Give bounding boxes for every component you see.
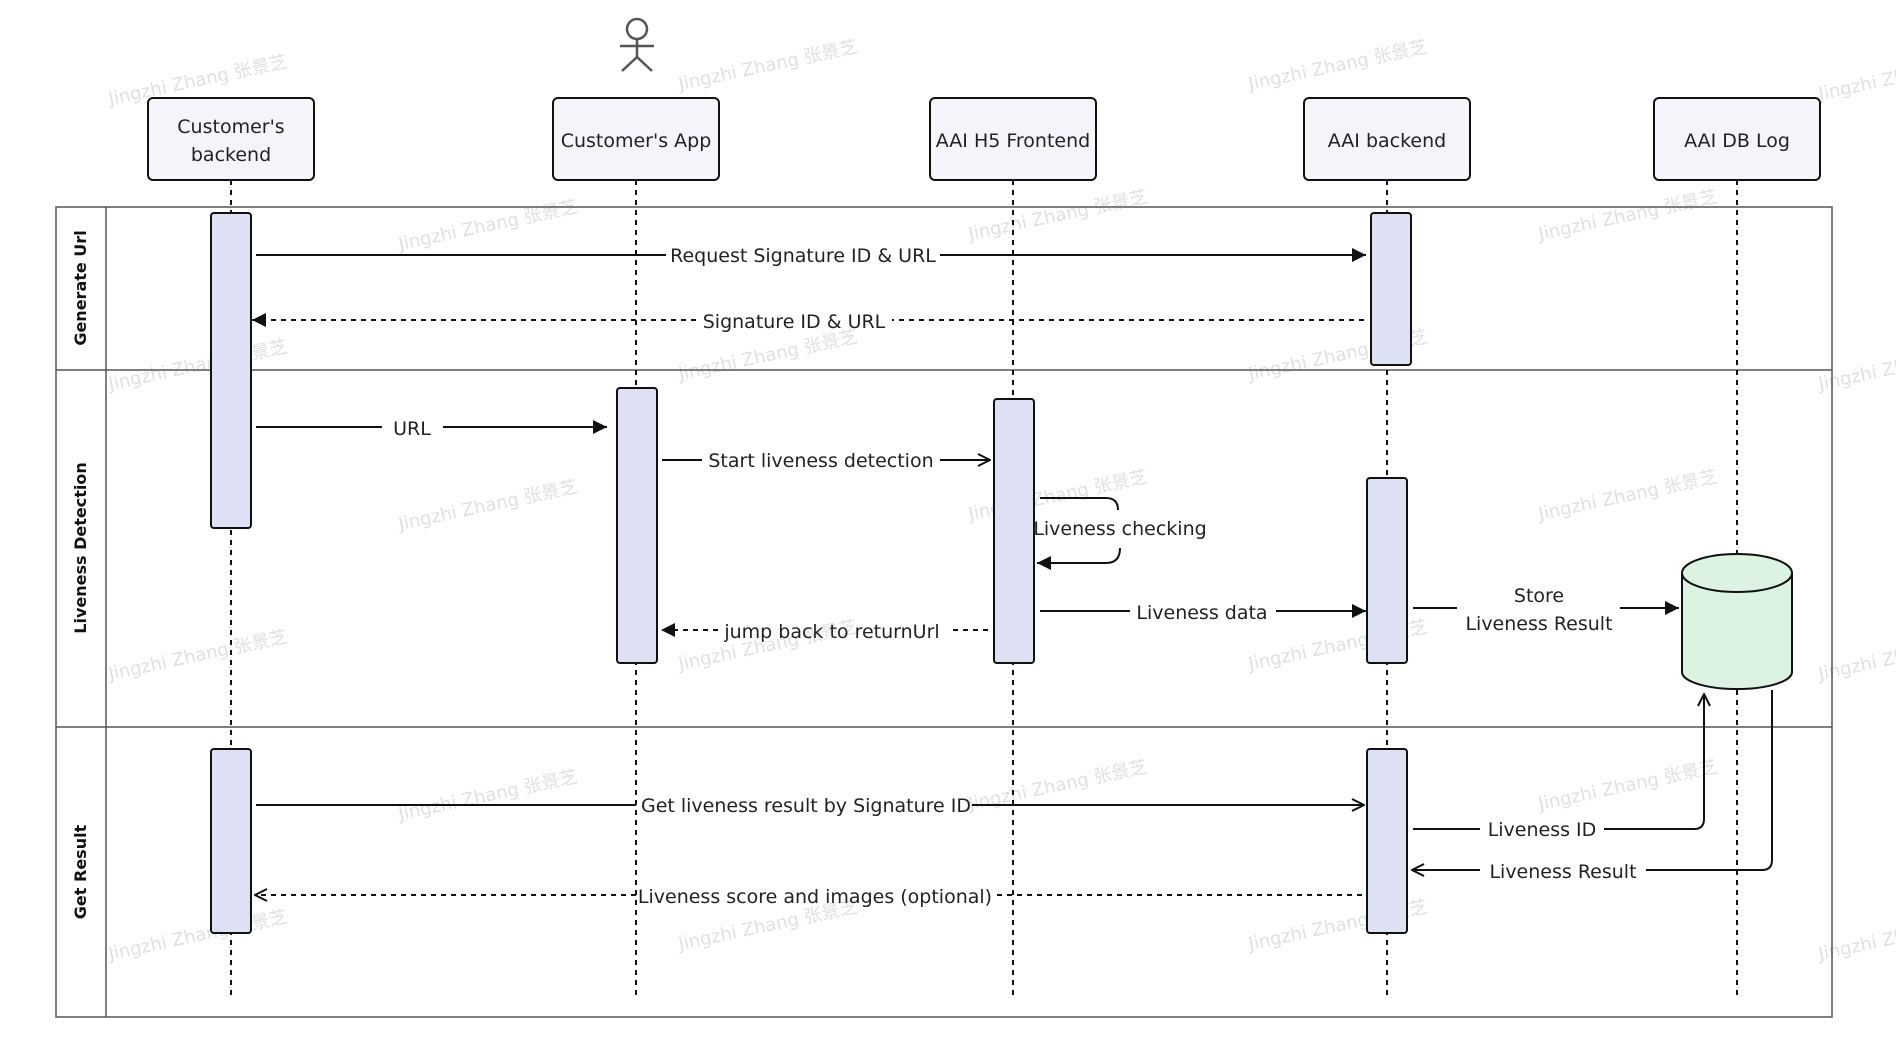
watermark-text: Jingzhi Zhang 张景芝	[1536, 186, 1719, 245]
message-label-line: Store	[1514, 585, 1564, 607]
participant-label: AAI H5 Frontend	[936, 130, 1090, 152]
message-liveness-result: Liveness Result	[1412, 690, 1773, 883]
watermark-text: Jingzhi Zhang 张景芝	[1246, 36, 1429, 95]
watermark-text: Jingzhi Zhang 张景芝	[396, 476, 579, 535]
participant-label: Customer's App	[561, 130, 712, 152]
activation-bar	[1370, 212, 1412, 366]
watermark-text: Jingzhi Zhang 张景芝	[676, 326, 859, 385]
message-label: Liveness ID	[1488, 819, 1597, 841]
watermark-text: Jingzhi Zhang 张景芝	[396, 196, 579, 255]
message-label: Liveness checking	[1033, 518, 1206, 540]
message-label: Get liveness result by Signature ID	[641, 795, 971, 817]
activation-bar	[616, 387, 658, 664]
lane-label-generate: Generate Url	[71, 230, 90, 345]
participant-label: backend	[191, 144, 271, 166]
message-url: URL	[256, 418, 607, 440]
watermark-text: Jingzhi Zhang 张景芝	[106, 336, 289, 395]
activation-bar	[210, 212, 252, 529]
message-request-signature: Request Signature ID & URL	[256, 245, 1366, 267]
message-liveness-checking: Liveness checking	[1033, 497, 1207, 570]
watermark-text: Jingzhi Zhang 张景芝	[1536, 756, 1719, 815]
participant-label: AAI backend	[1328, 130, 1446, 152]
actor-icon	[620, 17, 654, 72]
watermark-text: Jingzhi Zhang 张景芝	[676, 36, 859, 95]
message-liveness-data: Liveness data	[1040, 602, 1366, 624]
participant-label: AAI DB Log	[1684, 130, 1790, 152]
watermark-text: Jingzhi Zhang 张景芝	[396, 766, 579, 825]
message-start-liveness: Start liveness detection	[662, 450, 990, 472]
activation-bar	[993, 398, 1035, 664]
message-label: URL	[393, 418, 431, 440]
activation-bar	[1366, 748, 1408, 934]
messages: Request Signature ID & URL Signature ID …	[252, 245, 1773, 908]
participants: Customer's backend Customer's App AAI H5…	[147, 97, 1821, 181]
watermark-text: Jingzhi Zhang 张景芝	[1536, 466, 1719, 525]
participant-customer-backend: Customer's backend	[147, 97, 315, 181]
message-label: Liveness score and images (optional)	[638, 886, 992, 908]
message-label: jump back to returnUrl	[723, 621, 939, 643]
swimlane-frame	[55, 206, 1833, 1018]
watermark-text: Jingzhi Zhang 张景芝	[1816, 906, 1896, 965]
activations	[210, 212, 1412, 934]
participant-label: Customer's	[177, 116, 284, 138]
message-get-result: Get liveness result by Signature ID	[256, 795, 1364, 817]
participant-db-log: AAI DB Log	[1653, 97, 1821, 181]
database-icon	[1681, 553, 1793, 690]
message-liveness-id: Liveness ID	[1413, 694, 1704, 841]
message-label-line: Liveness Result	[1465, 613, 1612, 635]
activation-bar	[210, 748, 252, 934]
message-signature-return: Signature ID & URL	[252, 311, 1364, 333]
message-label: Liveness data	[1136, 602, 1267, 624]
message-label: Request Signature ID & URL	[670, 245, 936, 267]
participant-aai-backend: AAI backend	[1303, 97, 1471, 181]
message-label: Start liveness detection	[708, 450, 933, 472]
watermark-text: Jingzhi Zhang 张景芝	[966, 756, 1149, 815]
activation-bar	[1366, 477, 1408, 664]
message-label: Liveness Result	[1489, 861, 1636, 883]
watermark-text: Jingzhi Zhang 张景芝	[1816, 626, 1896, 685]
watermark-text: Jingzhi Zhang 张景芝	[1816, 336, 1896, 395]
watermark-text: Jingzhi Zhang 张景芝	[1816, 46, 1896, 105]
watermark-text: Jingzhi Zhang 张景芝	[106, 626, 289, 685]
participant-customer-app: Customer's App	[552, 97, 720, 181]
watermark-text: Jingzhi Zhang 张景芝	[966, 186, 1149, 245]
message-jump-back: jump back to returnUrl	[661, 621, 988, 643]
lane-label-result: Get Result	[71, 824, 90, 919]
message-label: Signature ID & URL	[703, 311, 886, 333]
watermark-text: Jingzhi Zhang 张景芝	[106, 906, 289, 965]
message-liveness-score: Liveness score and images (optional)	[255, 886, 1362, 908]
lane-label-liveness: Liveness Detection	[71, 462, 90, 633]
participant-h5-frontend: AAI H5 Frontend	[929, 97, 1097, 181]
